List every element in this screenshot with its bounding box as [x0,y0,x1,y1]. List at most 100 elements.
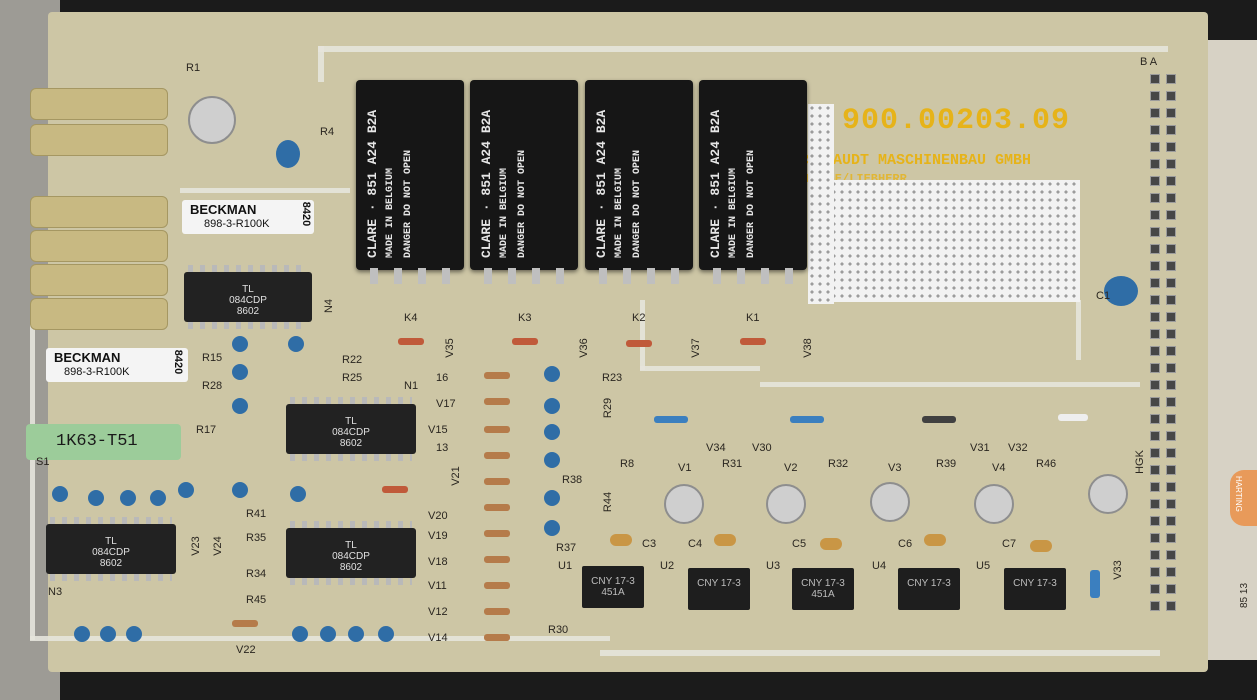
ref-label: R22 [342,354,363,366]
relay-ref: K4 [404,312,418,324]
connector-pin [1150,329,1160,339]
capacitor [544,490,560,506]
ref-label: V22 [236,644,256,656]
connector-pin [1150,397,1160,407]
connector-pin-array [1144,70,1184,630]
transistor-can [870,482,910,522]
connector-pin [1166,499,1176,509]
ref-label: U3 [766,560,781,572]
ref-label: V15 [428,424,448,436]
ref-label: U1 [558,560,573,572]
connector-pin [1166,414,1176,424]
connector-pin [1150,74,1160,84]
ref-label: C5 [792,538,807,550]
ref-label: S1 [36,456,50,468]
ref-label: V18 [428,556,448,568]
ref-label: 13 [436,442,449,454]
connector-pin [1166,380,1176,390]
ref-label: R29 [602,397,615,419]
connector-pin [1166,363,1176,373]
diode-ref: V38 [801,338,814,358]
connector-pin [1166,312,1176,322]
diode [512,338,538,345]
diode [626,340,652,347]
prototype-area [822,180,1080,302]
part-number-label: 900.00203.09 [842,104,1071,138]
resistor [484,608,510,615]
capacitor [290,486,306,502]
connector-pin [1166,346,1176,356]
connector-pin [1166,261,1176,271]
connector-pin [1166,584,1176,594]
capacitor [378,626,394,642]
connector-pin [1150,125,1160,135]
capacitor [544,452,560,468]
power-resistor [30,196,168,228]
resistor [484,582,510,589]
trace [640,300,645,370]
connector-pin [1166,108,1176,118]
connector-pin [1166,516,1176,526]
connector-pin [1150,108,1160,118]
capacitor [276,140,300,168]
ref-label: U4 [872,560,887,572]
ref-label: R30 [548,624,569,636]
ref-label: V30 [752,442,772,454]
connector-pin [1150,499,1160,509]
connector-pin [1166,567,1176,577]
prototype-strip [808,104,834,304]
ref-label: V24 [211,536,224,556]
capacitor [232,364,248,380]
relay-ref: K2 [632,312,646,324]
ref-label: C7 [1002,538,1017,550]
ref-label: V12 [428,606,448,618]
trace [318,46,324,82]
diode [740,338,766,345]
connector-pin [1150,363,1160,373]
ref-label: V20 [428,510,448,522]
connector-pin [1150,601,1160,611]
connector-pin [1166,601,1176,611]
connector-pin [1150,278,1160,288]
transistor-can [766,484,806,524]
connector-pin [1150,431,1160,441]
ref-label: R1 [186,62,201,74]
optocoupler: CNY 17-3 [1004,568,1066,610]
diode [790,416,824,423]
connector-pin [1166,482,1176,492]
ref-label: R23 [602,372,623,384]
connector-pin [1166,533,1176,543]
connector-pin [1150,295,1160,305]
connector-pin [1166,210,1176,220]
ref-label: R46 [1036,458,1057,470]
trace [180,188,350,193]
trace [30,320,35,640]
connector-pin [1150,533,1160,543]
ref-label: V21 [449,466,462,486]
capacitor [820,538,842,550]
connector-pin [1166,329,1176,339]
connector-pin [1166,278,1176,288]
power-resistor [30,298,168,330]
capacitor [320,626,336,642]
connector-pin [1150,567,1160,577]
connector-pin [1150,414,1160,424]
ref-label: V33 [1111,560,1124,580]
ref-label: V1 [678,462,692,474]
ref-label: V2 [784,462,798,474]
resistor [484,556,510,563]
relay-ref: K1 [746,312,760,324]
ref-label: R8 [620,458,635,470]
capacitor [120,490,136,506]
resistor-network: BECKMAN 898-3-R100K 8420 [182,200,314,234]
capacitor [292,626,308,642]
power-resistor [30,230,168,262]
resistor [484,530,510,537]
connector-pin [1150,465,1160,475]
connector-pin [1150,91,1160,101]
